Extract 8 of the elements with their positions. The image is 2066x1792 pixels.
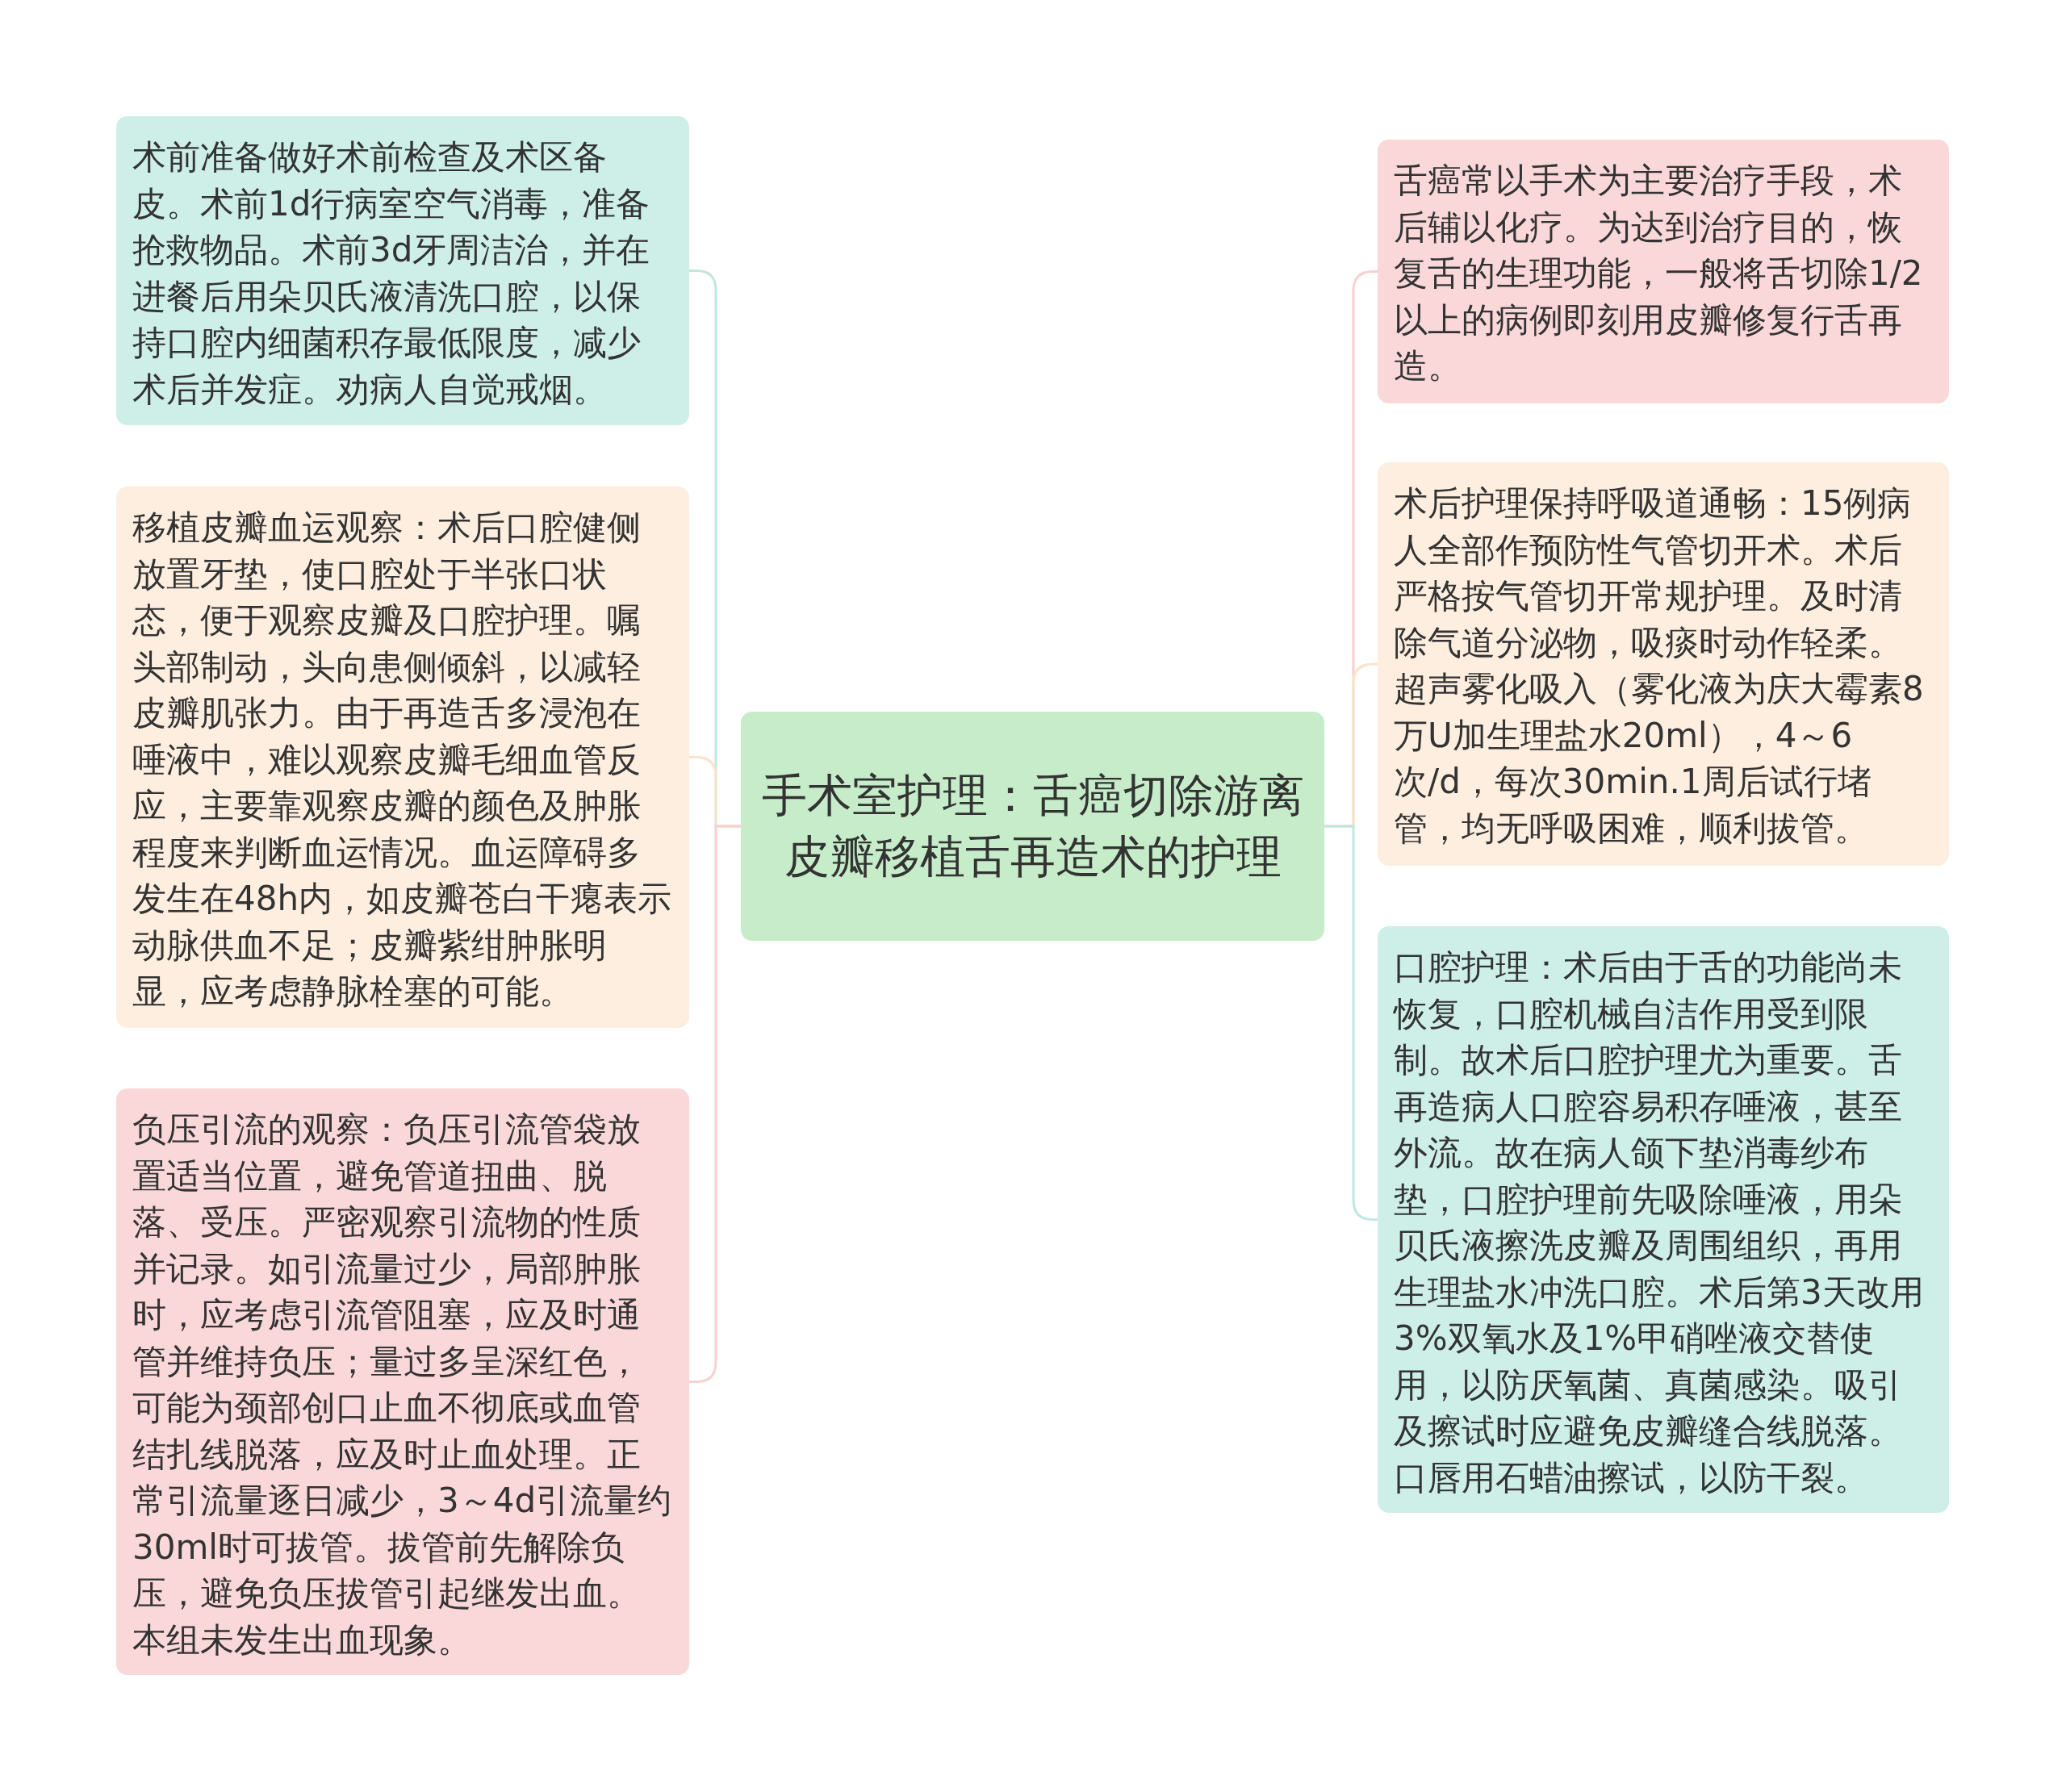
note-box: 舌癌常以手术为主要治疗手段，术后辅以化疗。为达到治疗目的，恢复舌的生理功能，一般将舌切除1/2以上的病例即刻用皮瓣修复行舌再造。 — [1378, 140, 1949, 403]
note-box: 术后护理保持呼吸道通畅：15例病人全部作预防性气管切开术。术后严格按气管切开常规护理。及时清除气道分泌物，吸痰时动作轻柔。超声雾化吸入（雾化液为庆大霉素8万U加生理盐水20ml），4～6次/d，每次30min.1周后试行堵管，均无呼吸困难，顺利拔管。 — [1378, 462, 1949, 866]
note-box: 移植皮瓣血运观察：术后口腔健侧放置牙垫，使口腔处于半张口状态，便于观察皮瓣及口腔护理。嘱头部制动，头向患侧倾斜，以减轻皮瓣肌张力。由于再造舌多浸泡在唾液中，难以观察皮瓣毛细血管反应，主要靠观察皮瓣的颜色及肿胀程度来判断血运情况。血运障碍多发生在48h内，如皮瓣苍白干瘪表示动脉供血不足；皮瓣紫绀肿胀明显，应考虑静脉栓塞的可能。 — [116, 487, 689, 1028]
connector-line — [689, 825, 741, 1383]
topic-box: 手术室护理：舌癌切除游离皮瓣移植舌再造术的护理 — [741, 712, 1324, 941]
note-box: 负压引流的观察：负压引流管袋放置适当位置，避免管道扭曲、脱落、受压。严密观察引流物的性质并记录。如引流量过少，局部肿胀时，应考虑引流管阻塞，应及时通管并维持负压；量过多呈深红色，可能为颈部创口止血不彻底或血管结扎线脱落，应及时止血处理。正常引流量逐日减少，3～4d引流量约30ml时可拔管。拔管前先解除负压，避免负压拔管引起继发出血。本组未发生出血现象。 — [116, 1088, 689, 1675]
note-box: 术前准备做好术前检查及术区备皮。术前1d行病室空气消毒，准备抢救物品。术前3d牙周洁治，并在进餐后用朵贝氏液清洗口腔，以保持口腔内细菌积存最低限度，减少术后并发症。劝病人自觉戒烟。 — [116, 116, 689, 425]
note-box: 口腔护理：术后由于舌的功能尚未恢复，口腔机械自洁作用受到限制。故术后口腔护理尤为重要。舌再造病人口腔容易积存唾液，甚至外流。故在病人颌下垫消毒纱布垫，口腔护理前先吸除唾液，用朵贝氏液擦洗皮瓣及周围组织，再用生理盐水冲洗口腔。术后第3天改用3%双氧水及1%甲硝唑液交替使用，以防厌氧菌、真菌感染。吸引及擦试时应避免皮瓣缝合线脱落。口唇用石蜡油擦试，以防干裂。 — [1378, 926, 1949, 1513]
